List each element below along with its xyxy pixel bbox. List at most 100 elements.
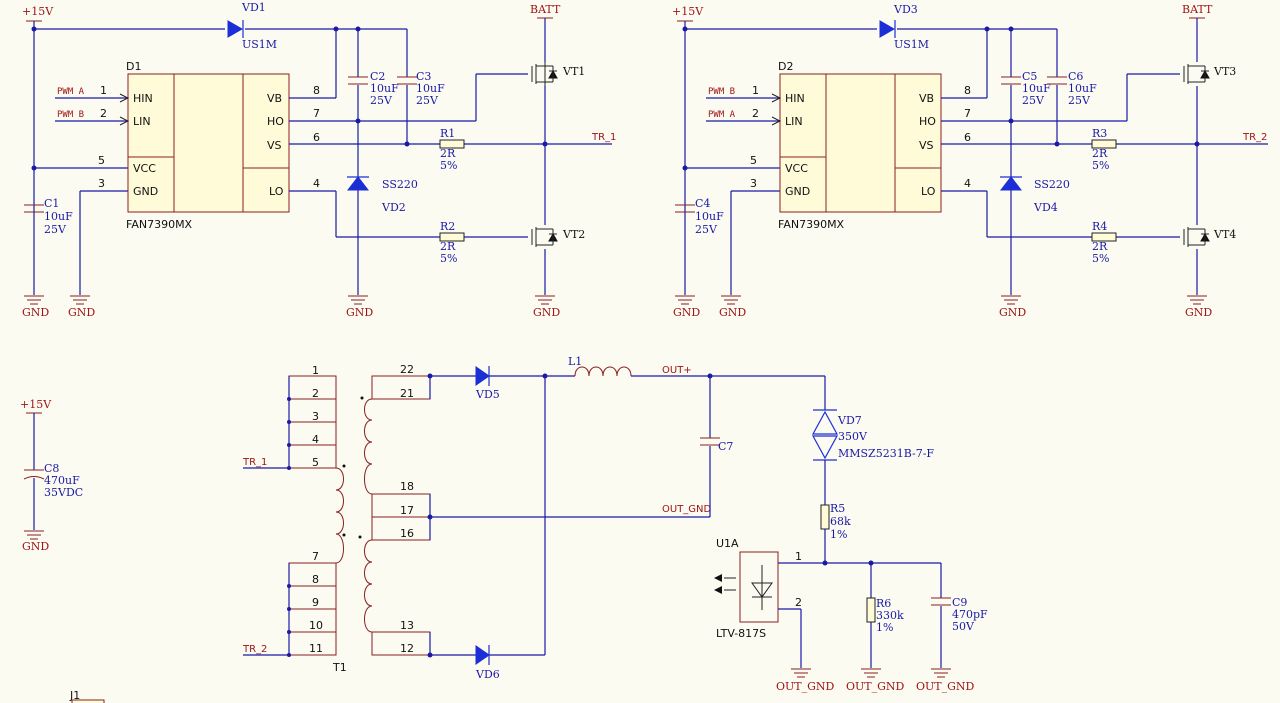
svg-text:VCC: VCC bbox=[785, 162, 808, 175]
svg-text:1: 1 bbox=[752, 84, 759, 97]
capacitor-c3[interactable]: C3 10uF 25V bbox=[397, 70, 445, 107]
connector-j1[interactable]: J1 bbox=[69, 689, 105, 703]
mosfet-vt3[interactable]: VT3 bbox=[1183, 64, 1236, 84]
capacitor-c6[interactable]: C6 10uF 25V bbox=[1047, 70, 1097, 107]
svg-text:2R: 2R bbox=[440, 240, 456, 253]
svg-text:25V: 25V bbox=[1022, 94, 1045, 107]
svg-text:10uF: 10uF bbox=[695, 210, 724, 223]
svg-text:OUT_GND: OUT_GND bbox=[916, 680, 975, 693]
svg-text:LO: LO bbox=[269, 185, 284, 198]
diode-vd1[interactable]: VD1 US1M bbox=[227, 1, 277, 51]
svg-text:J1: J1 bbox=[69, 689, 80, 702]
capacitor-c5[interactable]: C5 10uF 25V bbox=[1001, 70, 1051, 107]
power-port-batt-left: BATT bbox=[530, 3, 561, 19]
capacitor-c4[interactable]: C4 10uF 25V bbox=[675, 197, 724, 236]
gnd-symbol: GND bbox=[719, 295, 746, 319]
svg-text:R6: R6 bbox=[876, 597, 891, 610]
svg-text:VT1: VT1 bbox=[562, 65, 585, 78]
svg-text:4: 4 bbox=[313, 177, 320, 190]
mosfet-vt2[interactable]: VT2 bbox=[531, 227, 585, 247]
svg-text:5%: 5% bbox=[1092, 252, 1109, 265]
svg-text:C8: C8 bbox=[44, 462, 59, 475]
svg-text:3: 3 bbox=[98, 177, 105, 190]
svg-text:13: 13 bbox=[400, 619, 414, 632]
resistor-r3[interactable]: R3 2R 5% bbox=[1091, 127, 1117, 172]
rating-label: 25V bbox=[44, 223, 67, 236]
resistor-r2[interactable]: R2 2R 5% bbox=[439, 220, 465, 265]
mosfet-vt1[interactable]: VT1 bbox=[531, 62, 585, 86]
diode-vd5[interactable]: VD5 bbox=[475, 366, 500, 401]
svg-text:VD5: VD5 bbox=[475, 388, 500, 401]
diode-vd4[interactable]: SS220 VD4 bbox=[999, 176, 1070, 214]
svg-text:R1: R1 bbox=[440, 127, 455, 140]
power-port-15v-right: +15V bbox=[672, 5, 704, 29]
svg-text:1: 1 bbox=[795, 550, 802, 563]
svg-text:68k: 68k bbox=[830, 515, 851, 528]
svg-text:VD7: VD7 bbox=[837, 414, 862, 427]
svg-text:GND: GND bbox=[999, 306, 1026, 319]
svg-text:330k: 330k bbox=[876, 609, 904, 622]
resistor-r6[interactable]: R6 330k 1% bbox=[866, 597, 904, 634]
resistor-r1[interactable]: R1 2R 5% bbox=[439, 127, 465, 172]
driver-ic-d2[interactable]: D2 FAN7390MX HIN LIN VCC GND VB HO VS LO… bbox=[750, 60, 971, 231]
svg-text:GND: GND bbox=[1185, 306, 1212, 319]
output-stage: OUT_GND VD5 VD6 L1 OUT+ C7 bbox=[430, 355, 988, 693]
svg-text:C3: C3 bbox=[416, 70, 431, 83]
svg-text:3: 3 bbox=[312, 410, 319, 423]
driver-ic-d1[interactable]: D1 FAN7390MX HIN LIN VCC GND VB HO VS LO… bbox=[98, 60, 320, 231]
optocoupler-u1a[interactable]: U1A LTV-817S 1 2 bbox=[714, 537, 802, 640]
svg-text:BATT: BATT bbox=[1182, 3, 1213, 16]
svg-text:2: 2 bbox=[795, 596, 802, 609]
svg-text:5: 5 bbox=[98, 154, 105, 167]
capacitor-c7[interactable]: C7 bbox=[700, 437, 733, 453]
svg-text:US1M: US1M bbox=[894, 38, 929, 51]
svg-text:5: 5 bbox=[312, 456, 319, 469]
power-label: +15V bbox=[22, 5, 54, 18]
out-gnd-symbol: OUT_GND bbox=[846, 668, 905, 693]
svg-text:8: 8 bbox=[964, 84, 971, 97]
svg-text:17: 17 bbox=[400, 504, 414, 517]
tvs-diode-vd7[interactable]: VD7 350V MMSZ5231B-7-F bbox=[811, 409, 934, 461]
mosfet-vt4[interactable]: VT4 bbox=[1183, 227, 1236, 247]
ref-label: C1 bbox=[44, 197, 59, 210]
svg-text:18: 18 bbox=[400, 480, 414, 493]
svg-text:T1: T1 bbox=[332, 661, 347, 674]
bulk-cap-c8[interactable]: +15V C8 470uF 35VDC GND bbox=[20, 398, 83, 553]
svg-text:7: 7 bbox=[313, 107, 320, 120]
power-port-batt-right: BATT bbox=[1182, 3, 1213, 19]
svg-text:5: 5 bbox=[750, 154, 757, 167]
svg-text:VD3: VD3 bbox=[893, 3, 918, 16]
svg-text:GND: GND bbox=[22, 306, 49, 319]
svg-text:VS: VS bbox=[267, 139, 282, 152]
net-label-tr1: TR_1 bbox=[591, 132, 616, 143]
svg-text:VS: VS bbox=[919, 139, 934, 152]
svg-text:VT3: VT3 bbox=[1213, 65, 1236, 78]
svg-text:50V: 50V bbox=[952, 620, 975, 633]
svg-text:GND: GND bbox=[533, 306, 560, 319]
capacitor-c2[interactable]: C2 10uF 25V bbox=[348, 70, 399, 107]
svg-text:350V: 350V bbox=[838, 430, 868, 443]
diode-vd3[interactable]: VD3 US1M bbox=[879, 3, 929, 51]
gnd-symbol: GND bbox=[22, 295, 49, 319]
chip-part: FAN7390MX bbox=[126, 218, 193, 231]
capacitor-c9[interactable]: C9 470pF 50V bbox=[931, 596, 988, 633]
svg-text:2: 2 bbox=[752, 107, 759, 120]
svg-text:HIN: HIN bbox=[133, 92, 153, 105]
svg-text:R2: R2 bbox=[440, 220, 455, 233]
resistor-r5[interactable]: R5 68k 1% bbox=[820, 502, 851, 541]
diode-vd6[interactable]: VD6 bbox=[475, 645, 500, 681]
svg-text:C4: C4 bbox=[695, 197, 710, 210]
svg-text:C6: C6 bbox=[1068, 70, 1083, 83]
svg-text:9: 9 bbox=[312, 596, 319, 609]
svg-text:7: 7 bbox=[312, 550, 319, 563]
svg-text:5%: 5% bbox=[440, 252, 457, 265]
resistor-r4[interactable]: R4 2R 5% bbox=[1091, 220, 1117, 265]
inductor-l1[interactable]: L1 bbox=[568, 355, 632, 377]
svg-text:+15V: +15V bbox=[672, 5, 704, 18]
half-bridge-left: +15V VD1 US1M C1 10uF 25V GND bbox=[22, 1, 616, 319]
diode-vd2[interactable]: SS220 VD2 bbox=[346, 176, 418, 214]
capacitor-c1[interactable]: C1 10uF 25V bbox=[24, 197, 73, 236]
svg-text:VT2: VT2 bbox=[562, 228, 585, 241]
svg-text:21: 21 bbox=[400, 387, 414, 400]
transformer-t1[interactable]: 1 2 3 4 5 7 8 9 10 11 TR_1 TR_2 22 21 18 bbox=[242, 363, 433, 674]
